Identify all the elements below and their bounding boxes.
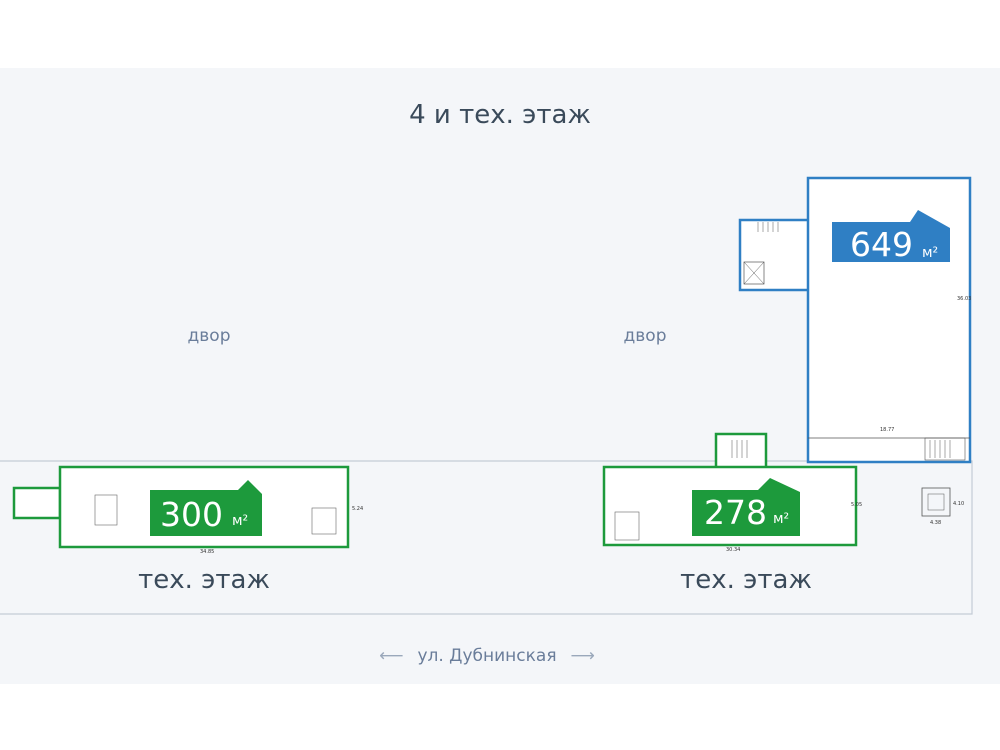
- dim-blue-width: 18.77: [880, 427, 894, 433]
- dim-right-width: 30.34: [726, 547, 740, 553]
- small-room: 4.38 4.10: [921, 487, 964, 526]
- badge-300: [150, 480, 262, 536]
- area-278-unit: м²: [773, 511, 789, 527]
- dim-blue-height: 36.03: [957, 296, 971, 302]
- street-name: ул. Дубнинская: [417, 646, 557, 666]
- unit-649[interactable]: 18.77 36.03 649 м²: [738, 176, 972, 464]
- dim-right-height: 5.05: [851, 502, 862, 508]
- yard-label-right: двор: [623, 326, 667, 346]
- unit-278[interactable]: 30.34 5.05 278 м²: [602, 432, 862, 553]
- dim-small-height: 4.10: [953, 501, 964, 507]
- arrow-left-icon: ⟵: [379, 646, 404, 666]
- badge-649: [832, 210, 950, 262]
- area-278-value: 278: [704, 493, 767, 532]
- dim-left-width: 34.85: [200, 549, 214, 555]
- page-title: 4 и тех. этаж: [409, 100, 591, 130]
- dim-small-width: 4.38: [930, 520, 941, 526]
- building-outline: [0, 460, 973, 615]
- arrow-right-icon: ⟶: [570, 646, 595, 666]
- area-649-unit: м²: [922, 245, 938, 261]
- blue-annex: [738, 218, 812, 292]
- street-label: ⟵ ул. Дубнинская ⟶: [365, 646, 609, 666]
- green-left-annex: [12, 486, 62, 520]
- area-300-value: 300: [160, 495, 223, 534]
- dim-left-height: 5.24: [352, 506, 363, 512]
- area-649-value: 649: [850, 225, 913, 264]
- green-right-annex: [714, 432, 768, 470]
- caption-right-tech-floor: тех. этаж: [680, 565, 812, 595]
- area-300-unit: м²: [232, 513, 248, 529]
- badge-278: [692, 478, 800, 536]
- unit-300[interactable]: 34.85 5.24 300 м²: [12, 465, 363, 555]
- caption-left-tech-floor: тех. этаж: [138, 565, 270, 595]
- blue-hall: [806, 176, 972, 464]
- yard-label-left: двор: [187, 326, 231, 346]
